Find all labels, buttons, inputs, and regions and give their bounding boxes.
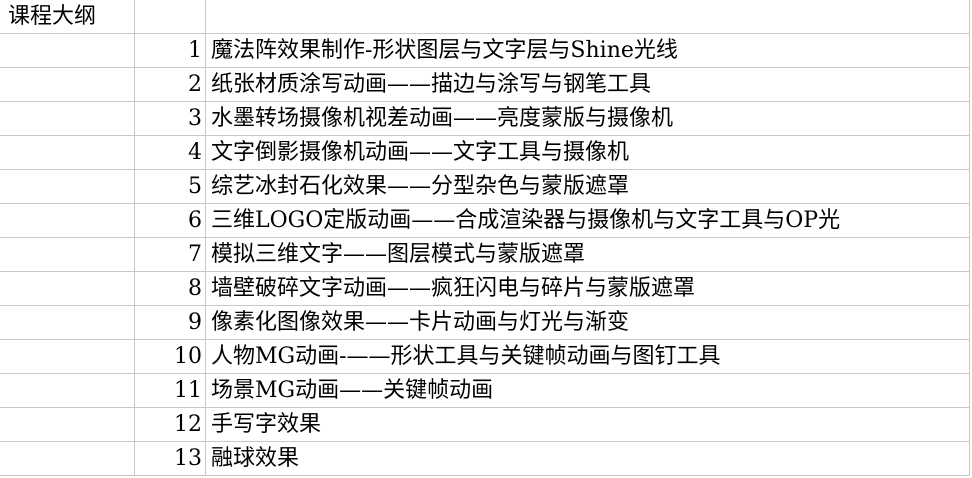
cell-c1[interactable] xyxy=(205,0,970,34)
lesson-number[interactable]: 3 xyxy=(134,101,206,136)
cell-a[interactable] xyxy=(0,169,135,204)
table-row: 12 手写字效果 xyxy=(0,407,970,442)
table-row: 11 场景MG动画——关键帧动画 xyxy=(0,373,970,408)
table-row: 10 人物MG动画-——形状工具与关键帧动画与图钉工具 xyxy=(0,339,970,374)
lesson-number[interactable]: 6 xyxy=(134,203,206,238)
lesson-number[interactable]: 1 xyxy=(134,33,206,68)
table-row: 5 综艺冰封石化效果——分型杂色与蒙版遮罩 xyxy=(0,169,970,204)
lesson-title[interactable]: 模拟三维文字——图层模式与蒙版遮罩 xyxy=(205,237,970,272)
lesson-number[interactable]: 7 xyxy=(134,237,206,272)
table-row: 9 像素化图像效果——卡片动画与灯光与渐变 xyxy=(0,305,970,340)
header-row: 课程大纲 xyxy=(0,0,970,34)
table-row: 4 文字倒影摄像机动画——文字工具与摄像机 xyxy=(0,135,970,170)
lesson-number[interactable]: 4 xyxy=(134,135,206,170)
cell-a[interactable] xyxy=(0,305,135,340)
lesson-title[interactable]: 三维LOGO定版动画——合成渲染器与摄像机与文字工具与OP光 xyxy=(205,203,970,238)
lesson-number[interactable]: 11 xyxy=(134,373,206,408)
lesson-title[interactable]: 场景MG动画——关键帧动画 xyxy=(205,373,970,408)
lesson-number[interactable]: 5 xyxy=(134,169,206,204)
cell-b1[interactable] xyxy=(134,0,206,34)
cell-a[interactable] xyxy=(0,271,135,306)
table-row: 2 纸张材质涂写动画——描边与涂写与钢笔工具 xyxy=(0,67,970,102)
table-row: 3 水墨转场摄像机视差动画——亮度蒙版与摄像机 xyxy=(0,101,970,136)
lesson-title[interactable]: 文字倒影摄像机动画——文字工具与摄像机 xyxy=(205,135,970,170)
cell-a[interactable] xyxy=(0,407,135,442)
cell-a[interactable] xyxy=(0,33,135,68)
cell-a[interactable] xyxy=(0,373,135,408)
lesson-title[interactable]: 手写字效果 xyxy=(205,407,970,442)
table-row: 6 三维LOGO定版动画——合成渲染器与摄像机与文字工具与OP光 xyxy=(0,203,970,238)
cell-a[interactable] xyxy=(0,135,135,170)
cell-a1[interactable]: 课程大纲 xyxy=(0,0,135,34)
lesson-title[interactable]: 像素化图像效果——卡片动画与灯光与渐变 xyxy=(205,305,970,340)
lesson-number[interactable]: 13 xyxy=(134,441,206,476)
lesson-number[interactable]: 8 xyxy=(134,271,206,306)
cell-a[interactable] xyxy=(0,101,135,136)
lesson-title[interactable]: 融球效果 xyxy=(205,441,970,476)
lesson-title[interactable]: 水墨转场摄像机视差动画——亮度蒙版与摄像机 xyxy=(205,101,970,136)
cell-a[interactable] xyxy=(0,203,135,238)
cell-a[interactable] xyxy=(0,237,135,272)
lesson-title[interactable]: 综艺冰封石化效果——分型杂色与蒙版遮罩 xyxy=(205,169,970,204)
table-row: 7 模拟三维文字——图层模式与蒙版遮罩 xyxy=(0,237,970,272)
table-row: 1 魔法阵效果制作-形状图层与文字层与Shine光线 xyxy=(0,33,970,68)
cell-a[interactable] xyxy=(0,67,135,102)
lesson-number[interactable]: 10 xyxy=(134,339,206,374)
lesson-title[interactable]: 魔法阵效果制作-形状图层与文字层与Shine光线 xyxy=(205,33,970,68)
table-row: 8 墙壁破碎文字动画——疯狂闪电与碎片与蒙版遮罩 xyxy=(0,271,970,306)
lesson-title[interactable]: 纸张材质涂写动画——描边与涂写与钢笔工具 xyxy=(205,67,970,102)
lesson-number[interactable]: 2 xyxy=(134,67,206,102)
lesson-title[interactable]: 墙壁破碎文字动画——疯狂闪电与碎片与蒙版遮罩 xyxy=(205,271,970,306)
lesson-number[interactable]: 9 xyxy=(134,305,206,340)
lesson-number[interactable]: 12 xyxy=(134,407,206,442)
lesson-title[interactable]: 人物MG动画-——形状工具与关键帧动画与图钉工具 xyxy=(205,339,970,374)
outline-title: 课程大纲 xyxy=(8,4,97,29)
cell-a[interactable] xyxy=(0,441,135,476)
cell-a[interactable] xyxy=(0,339,135,374)
table-row: 13 融球效果 xyxy=(0,441,970,476)
